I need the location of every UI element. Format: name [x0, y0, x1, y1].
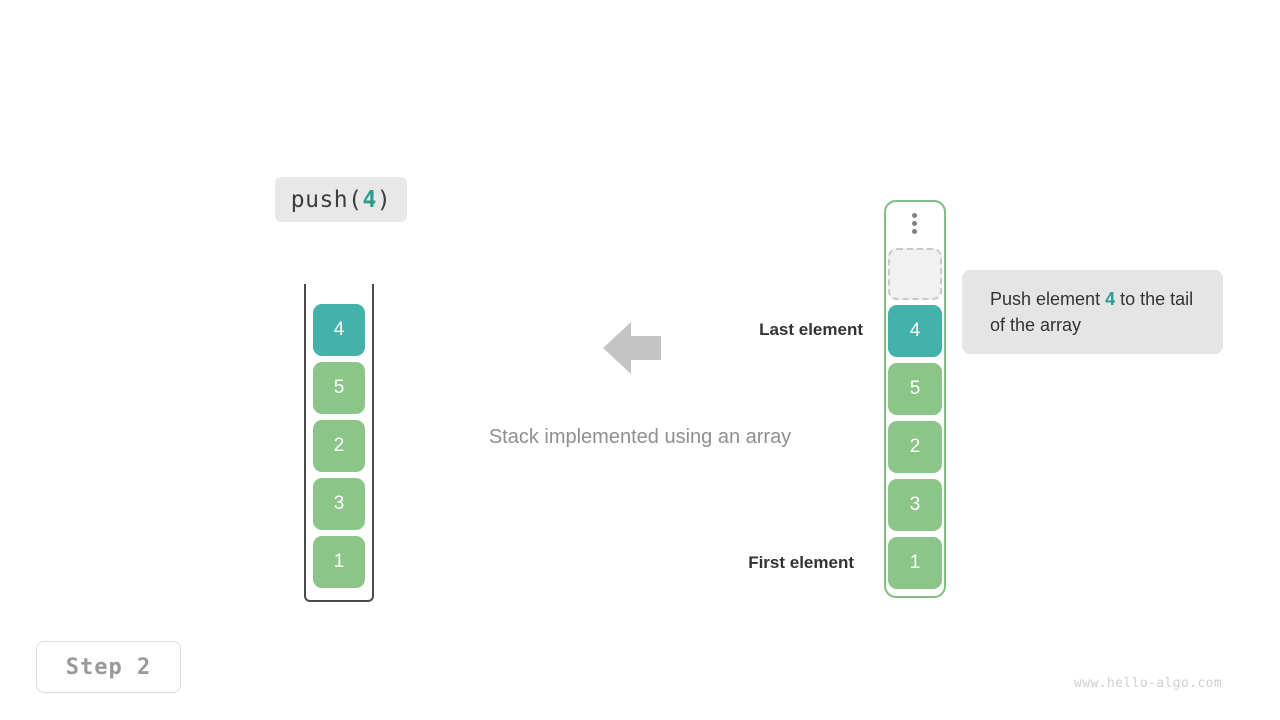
array-cell: 2: [888, 421, 942, 473]
ellipsis-dot: [911, 221, 917, 226]
stack-cell: 2: [313, 420, 365, 472]
operation-open-paren: (: [348, 186, 363, 213]
stack-caption: Stack implemented using an array: [488, 426, 792, 448]
stack-cell: 1: [313, 536, 365, 588]
arrow-left-icon: [603, 322, 661, 374]
array-container: [884, 200, 946, 598]
operation-name: push: [290, 186, 349, 213]
tooltip-value: 4: [1105, 289, 1116, 309]
operation-badge: push(4): [275, 177, 407, 222]
label-last-element: Last element: [759, 320, 863, 339]
ellipsis-dot: [911, 229, 917, 234]
array-cell: 1: [888, 537, 942, 589]
array-cell: 4: [888, 305, 942, 357]
operation-close-paren: ): [376, 186, 392, 213]
stack-cell: 5: [313, 362, 365, 414]
ellipsis-dot: [911, 213, 917, 218]
tooltip-text-after: to the tail of the array: [990, 289, 1194, 335]
watermark: www.hello-algo.com: [1074, 676, 1223, 691]
label-first-element: First element: [748, 553, 854, 572]
stack-cell-list: 4 5 2 3 1: [313, 304, 365, 588]
array-cell: 3: [888, 479, 942, 531]
array-cell: 5: [888, 363, 942, 415]
tooltip-push-description: Push element 4 to the tail of the array: [962, 270, 1223, 354]
operation-value: 4: [362, 186, 377, 213]
vertical-ellipsis-icon: [910, 213, 918, 234]
array-empty-slot: [888, 248, 942, 300]
stack-container: [304, 284, 374, 602]
stack-cell: 3: [313, 478, 365, 530]
stack-cell: 4: [313, 304, 365, 356]
tooltip-text-before: Push element: [990, 289, 1106, 309]
step-badge: Step 2: [36, 641, 181, 693]
array-cell-list: 4 5 2 3 1: [888, 305, 942, 589]
